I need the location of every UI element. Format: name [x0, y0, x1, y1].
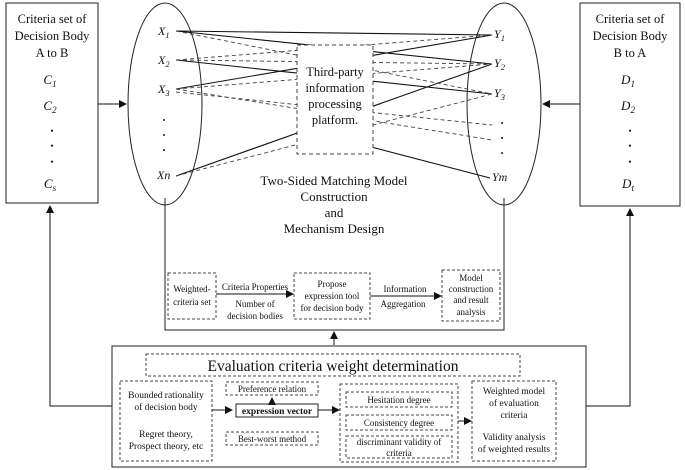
validity-line-1: Validity analysis [482, 433, 545, 443]
evaluation-title-box [145, 353, 521, 377]
right-box-title-3: B to A [614, 46, 647, 60]
weighted-model-box [471, 380, 557, 462]
preference-label: Preference relation [238, 384, 307, 394]
expression-vector-label: expression vector [242, 407, 313, 417]
platform-box [296, 44, 374, 155]
consistency-label: Consistency degree [364, 418, 434, 428]
right-box-dot-2: • [628, 141, 631, 151]
right-box-dot-3: • [628, 157, 631, 167]
line-x1-y1 [175, 30, 493, 36]
degrees-group-box [339, 383, 459, 463]
model-title-2: Construction [300, 189, 368, 204]
node-y2: Y2 [494, 56, 506, 72]
node-x1: X1 [157, 24, 170, 40]
validity-line-2: of weighted results [478, 444, 551, 455]
arrow-eval-to-rightbox [586, 208, 634, 407]
right-box-title-2: Decision Body [593, 29, 668, 43]
dash-x3-dots2 [175, 91, 493, 126]
bounded-rationality-box [119, 380, 213, 462]
left-box-dot-3: • [50, 157, 53, 167]
node-ym: Ym [492, 170, 508, 184]
regret-line-1: Regret theory, [139, 430, 193, 440]
right-ellipse-dot-3: • [501, 149, 504, 158]
node-y3: Y3 [494, 86, 505, 102]
right-ellipse-dot-1: • [501, 119, 504, 128]
dash-x2-y2 [175, 59, 493, 65]
evaluation-title: Evaluation criteria weight determination [208, 358, 459, 375]
discriminant-line-1: discriminant validity of [357, 437, 442, 447]
right-box-dot-1: • [628, 126, 631, 136]
platform-line-4: platform. [312, 113, 358, 127]
node-x3: X3 [157, 82, 170, 98]
left-box-item-c2: C2 [43, 98, 57, 115]
node-xn: Xn [156, 168, 170, 182]
arrow-eval-to-leftbox [46, 205, 112, 407]
right-box-item-d1: D1 [620, 72, 635, 89]
model-construction-box [441, 269, 501, 322]
model-box-line-2: construction [449, 284, 494, 294]
bounded-line-1: Bounded rationality [128, 391, 204, 401]
left-box-title-2: Decision Body [15, 29, 90, 43]
left-ellipse-dot-2: • [163, 131, 166, 140]
hesitation-label: Hesitation degree [367, 395, 430, 405]
right-ellipse-dot-2: • [501, 134, 504, 143]
discriminant-line-2: criteria [386, 448, 411, 458]
consistency-box [345, 414, 453, 431]
info-agg-line-2: Aggregation [381, 299, 426, 309]
weighted-model-line-2: of evaluation [489, 398, 539, 409]
discriminant-box [345, 435, 453, 459]
left-box-item-c1: C1 [43, 72, 56, 89]
weighted-model-line-3: criteria [501, 411, 529, 421]
propose-line-3: for decision body [301, 303, 364, 313]
hesitation-box [345, 391, 453, 408]
model-box-line-1: Model [459, 273, 483, 283]
left-box-item-cs: Cs [44, 176, 57, 193]
model-region-border [164, 198, 505, 331]
weighted-criteria-set-box [167, 272, 217, 320]
num-bodies-line-2: decision bodies [227, 311, 283, 321]
left-ellipse-dot-1: • [163, 116, 166, 125]
propose-line-2: expression tool [305, 291, 360, 301]
weighted-set-line-2: criteria set [173, 297, 211, 307]
weighted-set-line-1: Weighted- [173, 284, 210, 294]
left-criteria-box [5, 2, 99, 204]
model-box-line-3: and result [453, 295, 489, 305]
propose-line-1: Propose [318, 279, 347, 289]
right-box-item-dt: Dt [621, 176, 634, 193]
bounded-line-2: of decision body [134, 402, 198, 413]
weighted-model-line-1: Weighted model [483, 387, 546, 397]
right-box-item-d2: D2 [620, 98, 635, 115]
model-title-1: Two-Sided Matching Model [260, 173, 408, 188]
dash-x2-y1 [175, 34, 493, 61]
num-bodies-line-1: Number of [235, 299, 274, 309]
model-title-3: and [325, 205, 344, 220]
best-worst-box [225, 431, 319, 446]
node-y1: Y1 [494, 27, 505, 43]
left-box-dot-2: • [50, 141, 53, 151]
left-ellipse-dot-3: • [163, 146, 166, 155]
preference-relation-box [225, 381, 319, 396]
best-worst-label: Best-worst method [238, 434, 307, 444]
platform-line-1: Third-party [306, 65, 364, 79]
criteria-properties-label: Criteria Properties [222, 282, 289, 292]
node-x2: X2 [157, 53, 170, 69]
dash-x3-y2 [175, 63, 493, 90]
left-box-dot-1: • [50, 126, 53, 136]
propose-expression-box [293, 272, 371, 320]
model-title-4: Mechanism Design [284, 221, 385, 236]
platform-line-2: information [305, 81, 365, 95]
model-box-line-4: analysis [457, 307, 486, 317]
right-box-title-1: Criteria set of [596, 12, 666, 26]
dash-x3-dots [175, 88, 493, 141]
regret-line-2: Prospect theory, etc [129, 442, 204, 452]
platform-line-3: processing [308, 97, 362, 111]
info-agg-line-1: Information [384, 284, 427, 294]
left-box-title-1: Criteria set of [18, 12, 88, 26]
left-box-title-3: A to B [36, 46, 69, 60]
